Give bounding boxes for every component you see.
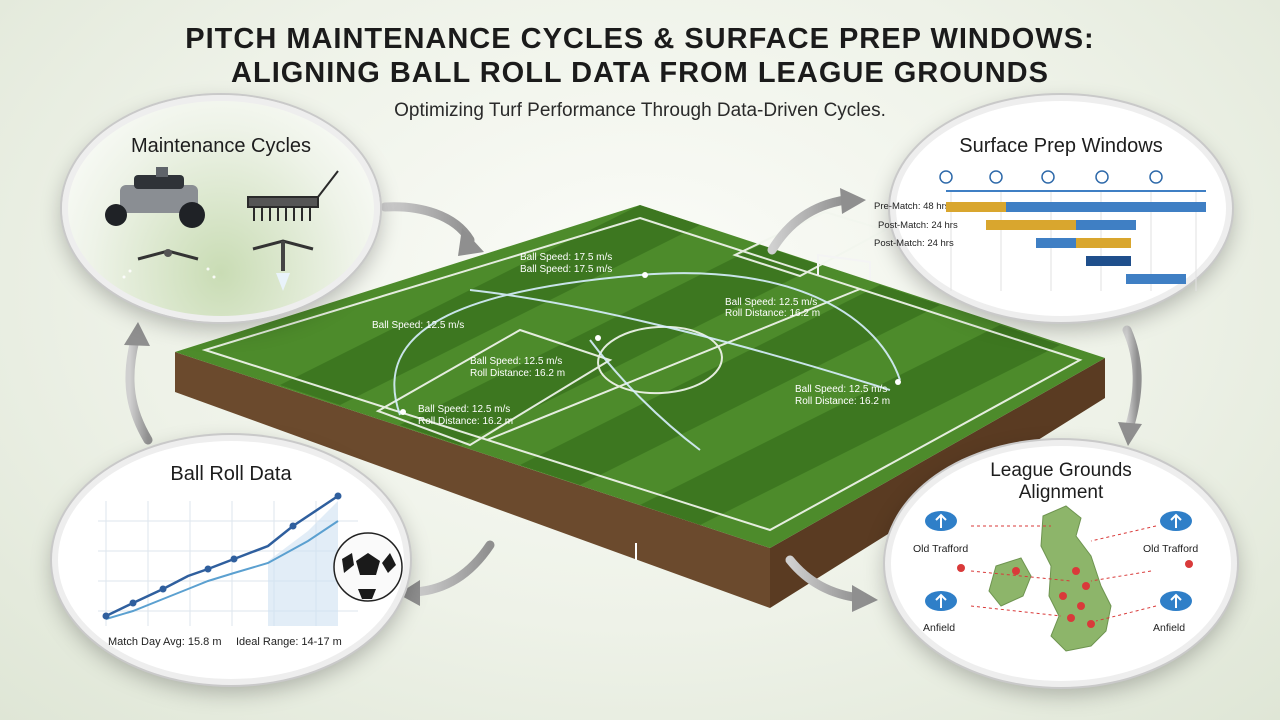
football-icon (333, 532, 403, 602)
pitch-label-4b: Roll Distance: 16.2 m (470, 368, 565, 379)
connection-lines (970, 525, 1157, 622)
pitch-label-1a: Ball Speed: 17.5 m/s (520, 252, 612, 263)
cloud-icon (1160, 591, 1192, 611)
irrigation-head-icon (252, 239, 314, 291)
uk-map (988, 505, 1112, 652)
prep-row-label-2: Post-Match: 24 hrs (878, 220, 958, 231)
surface-prep-panel: Surface Prep Windows Pre-Match: 48 hrs P… (874, 95, 1232, 322)
pitch-label-1b: Ball Speed: 17.5 m/s (520, 264, 612, 275)
label-anfield-right: Anfield (1153, 622, 1185, 634)
pitch-label-5a: Ball Speed: 12.5 m/s (418, 404, 510, 415)
pitch-label-5b: Roll Distance: 16.2 m (418, 416, 513, 427)
match-day-avg: Match Day Avg: 15.8 m (108, 636, 222, 648)
aerator-icon (247, 170, 339, 221)
pitch-label-3a: Ball Speed: 12.5 m/s (725, 297, 817, 308)
cloud-icon (925, 591, 957, 611)
label-old-trafford-right: Old Trafford (1143, 543, 1198, 555)
maintenance-panel: Maintenance Cycles (62, 95, 380, 322)
ideal-range: Ideal Range: 14-17 m (236, 636, 342, 648)
ball-trajectory (393, 272, 901, 451)
label-anfield-left: Anfield (923, 622, 955, 634)
cloud-icons (925, 511, 1192, 611)
cloud-icon (1160, 511, 1192, 531)
arrow-maint-to-pitch (380, 202, 475, 245)
page-subtitle: Optimizing Turf Performance Through Data… (394, 100, 886, 121)
arrow-ballroll-to-maint (125, 335, 153, 445)
league-title-1: League Grounds (990, 460, 1132, 481)
pitch-soil-left (175, 352, 770, 608)
league-panel: League Grounds Alignment Old Trafford Ol… (885, 440, 1237, 687)
page-title-line-2: ALIGNING BALL ROLL DATA FROM LEAGUE GROU… (231, 57, 1049, 89)
ground-pins (957, 560, 1193, 628)
grass-stripes (280, 205, 1060, 525)
label-old-trafford-left: Old Trafford (913, 543, 968, 555)
league-title-2: Alignment (1018, 482, 1104, 503)
trajectory-points (400, 272, 901, 415)
gantt-bars (946, 202, 1206, 284)
clock-icons (939, 170, 1163, 184)
pitch-label-4a: Ball Speed: 12.5 m/s (470, 356, 562, 367)
pitch-labels: Ball Speed: 17.5 m/s Ball Speed: 17.5 m/… (372, 252, 890, 427)
ground-labels: Old Trafford Old Trafford Anfield Anfiel… (913, 543, 1198, 634)
prep-row-label-3: Post-Match: 24 hrs (874, 238, 954, 249)
header: PITCH MAINTENANCE CYCLES & SURFACE PREP … (0, 22, 1280, 122)
pitch-label-6a: Ball Speed: 12.5 m/s (795, 384, 887, 395)
prep-row-label-1: Pre-Match: 48 hrs (874, 201, 950, 212)
gantt-row-labels: Pre-Match: 48 hrs Post-Match: 24 hrs Pos… (874, 201, 958, 249)
ball-roll-points (102, 492, 342, 620)
arrow-prep-to-league (1122, 325, 1142, 430)
pitch-label-2a: Ball Speed: 12.5 m/s (372, 320, 464, 331)
mower-icon (105, 167, 205, 228)
ball-roll-panel: Ball Roll Data Match Day Avg: 15.8 m Ide… (52, 435, 410, 685)
pitch-label-3b: Roll Distance: 16.2 m (725, 308, 820, 319)
cycle-arrows (125, 195, 1142, 603)
ball-roll-line-2 (105, 520, 339, 620)
ball-roll-title: Ball Roll Data (170, 463, 292, 485)
maintenance-title: Maintenance Cycles (130, 135, 312, 157)
arrow-pitch-to-prep (767, 195, 850, 255)
surface-prep-title: Surface Prep Windows (959, 135, 1163, 157)
pitch-label-6b: Roll Distance: 16.2 m (795, 396, 890, 407)
arrow-heads (124, 188, 1142, 612)
arrow-pitch-to-ballroll (410, 540, 495, 597)
goal-post (817, 253, 871, 280)
sprinkler-icon (122, 249, 216, 279)
cloud-icon (925, 511, 957, 531)
page-title-line-1: PITCH MAINTENANCE CYCLES & SURFACE PREP … (185, 23, 1095, 55)
